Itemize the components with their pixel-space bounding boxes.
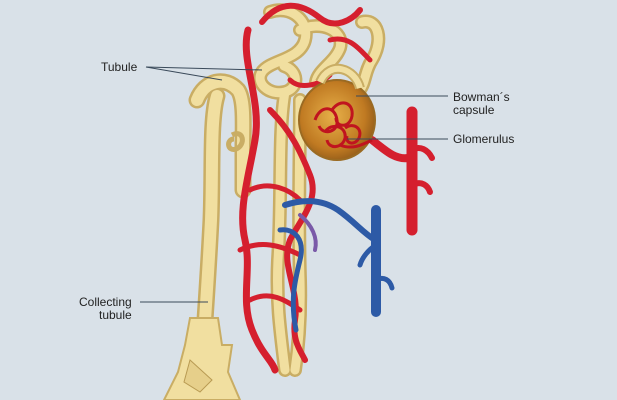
tubule-loops (253, 3, 386, 377)
bowmans-capsule-label-line2: capsule (453, 103, 495, 117)
collecting-tubule-label-line2: tubule (99, 308, 132, 322)
bowmans-capsule-label-line1: Bowman´s (453, 90, 510, 104)
tubule-label-text: Tubule (101, 60, 138, 74)
leader-tubule-2 (145, 66, 223, 81)
arterioles (237, 2, 435, 374)
bowmans-capsule-label: Bowman´s capsule (453, 91, 510, 117)
tubule-label: Tubule (101, 61, 137, 74)
leader-tubule-1 (145, 66, 263, 71)
collecting-tubule-label: Collecting tubule (79, 296, 132, 322)
glomerulus-label-text: Glomerulus (453, 132, 515, 146)
glomerulus (313, 101, 373, 149)
leader-lines (140, 66, 448, 303)
venules (277, 198, 395, 333)
collecting-tubule (162, 73, 252, 400)
glomerulus-label: Glomerulus (453, 133, 514, 146)
collecting-tubule-label-line1: Collecting (79, 295, 132, 309)
